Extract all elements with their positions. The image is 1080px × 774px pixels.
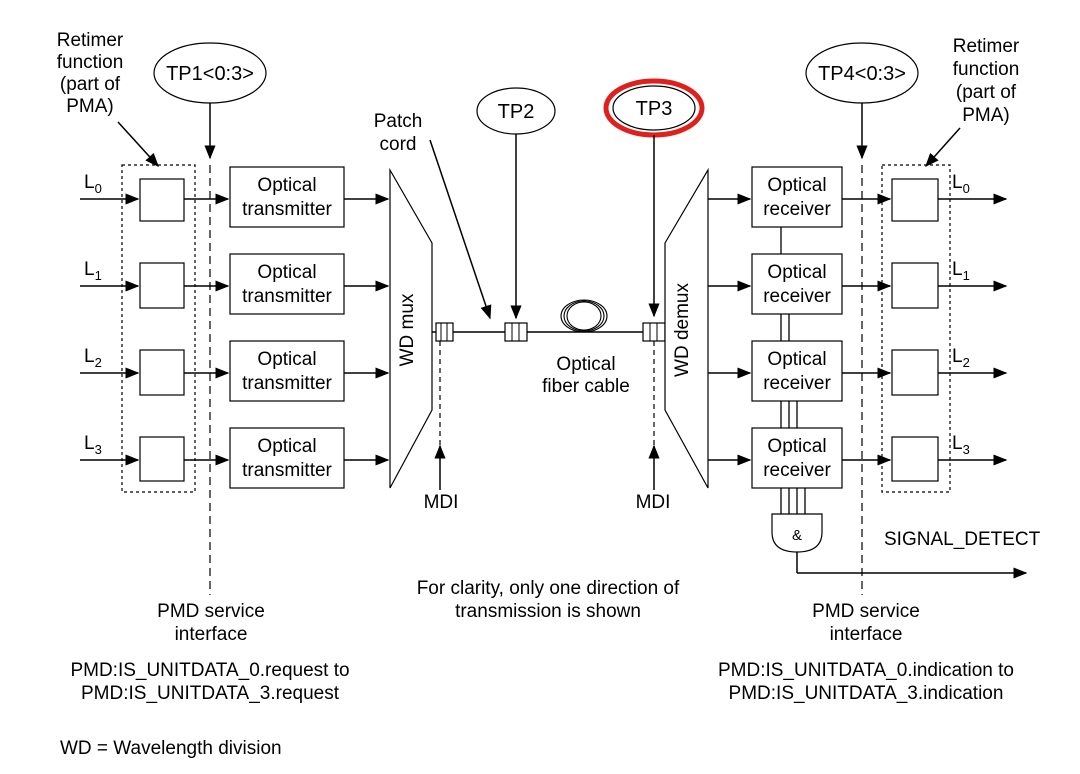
tp3-ellipse xyxy=(612,85,696,131)
lane-in-label-2: L2 xyxy=(84,346,102,370)
retimer-right-box-3 xyxy=(891,436,939,482)
svg-text:Optical: Optical xyxy=(767,175,826,196)
retimer-left-box-3 xyxy=(139,436,185,482)
retimer-right-pointer xyxy=(925,127,961,168)
signal-detect-label: SIGNAL_DETECT xyxy=(884,529,1041,550)
tp4-label: TP4<0:3> xyxy=(818,63,906,85)
legend-text: WD = Wavelength division xyxy=(60,738,282,759)
retimer-left-line-3: (part of xyxy=(60,74,121,95)
tp2-label: TP2 xyxy=(498,101,535,123)
patch-cord-pointer xyxy=(429,139,492,320)
retimer-left-box-2 xyxy=(139,349,185,396)
retimer-left-box-1 xyxy=(139,262,185,309)
wd-demux xyxy=(664,167,709,489)
pmd-right-label-2: interface xyxy=(830,624,903,645)
retimer-right-line-3: (part of xyxy=(956,82,1017,103)
pmd-right-label-1: PMD service xyxy=(812,601,920,622)
svg-text:receiver: receiver xyxy=(763,199,831,220)
lane-in-label-3: L3 xyxy=(84,433,102,457)
svg-text:receiver: receiver xyxy=(763,286,831,307)
lane-in-label-1: L1 xyxy=(84,259,102,283)
optical-receiver-1: Optical receiver xyxy=(751,253,843,315)
wd-mux-label: WD mux xyxy=(397,293,418,366)
mdi-left-connector xyxy=(435,322,454,342)
retimer-left-line-1: Retimer xyxy=(57,30,124,51)
svg-text:receiver: receiver xyxy=(763,460,831,481)
and-gate-symbol: & xyxy=(792,527,802,544)
svg-text:receiver: receiver xyxy=(763,373,831,394)
svg-text:Optical: Optical xyxy=(767,349,826,370)
optical-receiver-3: Optical receiver xyxy=(751,427,843,489)
svg-text:Optical: Optical xyxy=(257,262,316,283)
svg-text:transmitter: transmitter xyxy=(242,460,332,481)
svg-text:Optical: Optical xyxy=(257,436,316,457)
retimer-right-line-4: PMA) xyxy=(962,105,1010,126)
mdi-right-connector xyxy=(642,322,666,342)
lane-out-label-2: L2 xyxy=(952,346,970,370)
mdi-right-label: MDI xyxy=(636,492,671,513)
wd-demux-label: WD demux xyxy=(672,283,693,377)
pmd-left-label-2: interface xyxy=(175,624,248,645)
svg-text:Optical: Optical xyxy=(767,436,826,457)
svg-text:transmitter: transmitter xyxy=(242,199,332,220)
svg-text:transmitter: transmitter xyxy=(242,286,332,307)
svg-text:transmitter: transmitter xyxy=(242,373,332,394)
optical-receiver-2: Optical receiver xyxy=(751,340,843,402)
signal-detect-lines xyxy=(780,227,806,514)
svg-text:Optical: Optical xyxy=(767,262,826,283)
retimer-left-box-0 xyxy=(139,178,185,222)
mdi-left-label: MDI xyxy=(424,492,459,513)
retimer-right-box-0 xyxy=(891,178,939,222)
pmd-left-label-1: PMD service xyxy=(157,601,265,622)
fiber-label-2: fiber cable xyxy=(542,376,630,397)
retimer-right-enclosure xyxy=(881,164,951,493)
fiber-label-1: Optical xyxy=(556,354,615,375)
optical-transmitter-1: Optical transmitter xyxy=(229,253,345,315)
retimer-left-enclosure xyxy=(121,164,196,493)
clarity-note-1: For clarity, only one direction of xyxy=(417,578,680,599)
patch-cord-label-1: Patch xyxy=(374,111,423,132)
optical-transmitter-3: Optical transmitter xyxy=(229,427,345,489)
patch-cord-label-2: cord xyxy=(380,134,417,155)
retimer-right-line-2: function xyxy=(953,59,1020,80)
lane-out-label-3: L3 xyxy=(952,433,970,457)
request-text-2: PMD:IS_UNITDATA_3.request xyxy=(81,683,340,704)
retimer-left-pointer xyxy=(117,121,159,168)
svg-text:Optical: Optical xyxy=(257,175,316,196)
optical-transmitter-2: Optical transmitter xyxy=(229,340,345,402)
svg-text:Optical: Optical xyxy=(257,349,316,370)
fiber-coil-icon xyxy=(560,299,608,333)
retimer-right-line-1: Retimer xyxy=(953,36,1020,57)
retimer-left-line-2: function xyxy=(57,52,124,73)
wd-mux xyxy=(389,167,433,489)
optical-transmitter-0: Optical transmitter xyxy=(229,166,345,228)
tp2-connector xyxy=(504,322,528,342)
optical-receiver-0: Optical receiver xyxy=(751,166,843,228)
lane-in-label-0: L0 xyxy=(84,172,102,196)
lane-out-label-1: L1 xyxy=(952,259,970,283)
retimer-right-box-1 xyxy=(891,262,939,309)
tp3-label: TP3 xyxy=(636,98,673,120)
lane-out-label-0: L0 xyxy=(952,172,970,196)
clarity-note-2: transmission is shown xyxy=(455,601,641,622)
indication-text-1: PMD:IS_UNITDATA_0.indication to xyxy=(718,660,1014,681)
retimer-right-box-2 xyxy=(891,349,939,396)
retimer-left-line-4: PMA) xyxy=(66,96,114,117)
indication-text-2: PMD:IS_UNITDATA_3.indication xyxy=(729,683,1004,704)
request-text-1: PMD:IS_UNITDATA_0.request to xyxy=(70,660,349,681)
tp1-label: TP1<0:3> xyxy=(166,63,254,85)
